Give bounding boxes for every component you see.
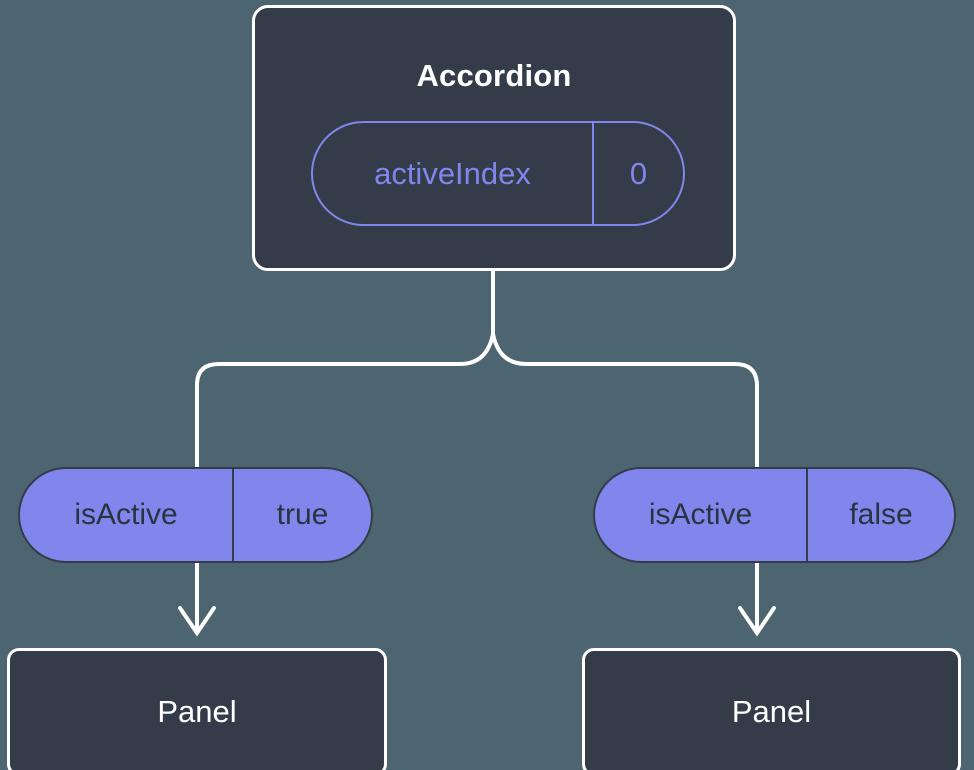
panel-component-card-right[interactable]: Panel xyxy=(582,648,961,770)
prop-pill-active-index[interactable]: activeIndex 0 xyxy=(311,121,685,226)
prop-key-is-active-left: isActive xyxy=(20,469,234,561)
arrow-head-right-icon xyxy=(738,606,776,637)
arrow-head-left-icon xyxy=(178,606,216,637)
prop-value-is-active-left: true xyxy=(276,498,329,531)
prop-value-active-index: 0 xyxy=(629,155,648,191)
panel-title-right: Panel xyxy=(731,694,812,729)
prop-pill-is-active-false[interactable]: isActive false xyxy=(593,467,956,563)
accordion-title: Accordion xyxy=(416,58,572,93)
branch-fork xyxy=(195,332,759,467)
prop-pill-is-active-true[interactable]: isActive true xyxy=(18,467,373,563)
panel-title-left: Panel xyxy=(157,694,237,729)
prop-key-is-active-right: isActive xyxy=(595,469,808,561)
panel-component-card-left[interactable]: Panel xyxy=(7,648,387,770)
accordion-component-card[interactable]: Accordion activeIndex 0 xyxy=(252,5,736,271)
prop-value-is-active-right: false xyxy=(849,498,913,531)
prop-key-active-index: activeIndex xyxy=(313,123,594,224)
